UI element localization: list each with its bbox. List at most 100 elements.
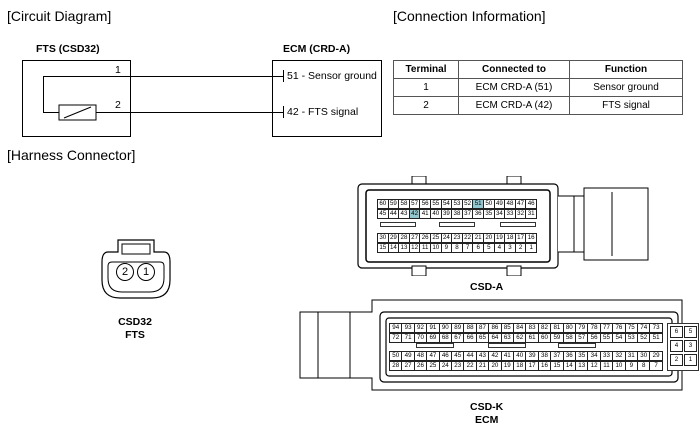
csd32-pin-1: 1 — [137, 263, 155, 281]
csd-k-pin-83: 83 — [525, 323, 539, 333]
csd-k-pin-45: 45 — [451, 351, 465, 361]
csd-k-pin-7: 7 — [649, 361, 663, 371]
csd-k-pin-14: 14 — [562, 361, 576, 371]
csd-k-pin-9: 9 — [624, 361, 638, 371]
csd-k-pin-82: 82 — [537, 323, 552, 333]
csd-k-pin-67: 67 — [451, 333, 465, 343]
fts-sensor-icon — [58, 104, 97, 121]
csd-k-pin-66: 66 — [463, 333, 477, 343]
csd-k-connector-sub: ECM — [475, 414, 499, 426]
csd-k-pin-18: 18 — [513, 361, 527, 371]
csd-k-pin-51: 51 — [649, 333, 663, 343]
csd-k-pin-16: 16 — [537, 361, 552, 371]
csd-k-side-pin-2: 2 — [670, 354, 683, 366]
csd-k-pin-86: 86 — [488, 323, 502, 333]
fts-pin-1-label: 1 — [115, 64, 121, 76]
csd-k-pin-47: 47 — [426, 351, 440, 361]
csd-k-pin-94: 94 — [389, 323, 403, 333]
csd-k-side-pin-3: 3 — [684, 340, 697, 352]
csd-k-side-pin-6: 6 — [670, 326, 683, 338]
csd-a-connector-name: CSD-A — [470, 281, 504, 293]
csd-k-pin-85: 85 — [500, 323, 514, 333]
csd-k-pin-89: 89 — [451, 323, 465, 333]
csd-k-pin-17: 17 — [525, 361, 539, 371]
csd-k-pin-29: 29 — [649, 351, 663, 361]
csd-a-key-slot — [500, 222, 536, 227]
table-row: 1 ECM CRD-A (51) Sensor ground — [393, 78, 683, 97]
csd-k-pin-80: 80 — [562, 323, 576, 333]
csd-k-pin-63: 63 — [500, 333, 514, 343]
csd-k-pin-20: 20 — [488, 361, 502, 371]
csd-k-pin-8: 8 — [637, 361, 651, 371]
csd-k-pin-53: 53 — [624, 333, 638, 343]
csd-k-pin-91: 91 — [426, 323, 440, 333]
csd-k-pin-35: 35 — [575, 351, 589, 361]
csd-k-pin-33: 33 — [599, 351, 614, 361]
csd32-connector-sub: FTS — [125, 329, 145, 341]
csd-k-pin-50: 50 — [389, 351, 403, 361]
fts-component-title: FTS (CSD32) — [36, 43, 100, 55]
csd-k-pin-19: 19 — [500, 361, 514, 371]
csd-k-pin-46: 46 — [438, 351, 452, 361]
csd-k-pin-75: 75 — [624, 323, 638, 333]
csd-k-pin-68: 68 — [438, 333, 452, 343]
csd-k-pin-71: 71 — [401, 333, 415, 343]
csd-k-key-slot — [488, 343, 526, 348]
csd-a-pin-31: 31 — [525, 209, 537, 219]
csd-k-pin-78: 78 — [587, 323, 601, 333]
csd-k-pin-90: 90 — [438, 323, 452, 333]
csd-k-pin-39: 39 — [525, 351, 539, 361]
csd-k-pin-84: 84 — [513, 323, 527, 333]
csd32-connector-shape — [101, 239, 171, 299]
csd-k-pin-59: 59 — [550, 333, 564, 343]
fts-component-box — [22, 60, 131, 137]
ecm-terminal-42-tick — [283, 106, 284, 118]
header-terminal: Terminal — [393, 60, 459, 79]
csd-k-pin-77: 77 — [599, 323, 614, 333]
csd-k-side-pin-5: 5 — [684, 326, 697, 338]
csd-k-pin-49: 49 — [401, 351, 415, 361]
ecm-terminal-51-label: 51 - Sensor ground — [287, 70, 377, 82]
csd-k-pin-10: 10 — [612, 361, 626, 371]
harness-connector-title: [Harness Connector] — [7, 147, 136, 163]
csd-k-pin-32: 32 — [612, 351, 626, 361]
csd32-pin-2: 2 — [116, 263, 134, 281]
table-cell: FTS signal — [569, 96, 683, 115]
csd-k-side-pin-4: 4 — [670, 340, 683, 352]
csd-k-pin-72: 72 — [389, 333, 403, 343]
csd-k-pin-54: 54 — [612, 333, 626, 343]
csd-k-pin-21: 21 — [475, 361, 490, 371]
csd-k-pin-37: 37 — [550, 351, 564, 361]
table-header-row: Terminal Connected to Function — [393, 60, 683, 79]
ecm-terminal-51-tick — [283, 70, 284, 82]
ecm-component-box — [272, 60, 382, 137]
csd-k-pin-40: 40 — [513, 351, 527, 361]
csd-k-pin-13: 13 — [575, 361, 589, 371]
csd-k-pin-41: 41 — [500, 351, 514, 361]
csd-a-pin-1: 1 — [525, 243, 537, 253]
csd-k-pin-73: 73 — [649, 323, 663, 333]
csd-k-pin-30: 30 — [637, 351, 651, 361]
table-row: 2 ECM CRD-A (42) FTS signal — [393, 96, 683, 115]
csd-k-pin-24: 24 — [438, 361, 452, 371]
csd-k-pin-26: 26 — [413, 361, 428, 371]
csd-k-pin-57: 57 — [575, 333, 589, 343]
csd-k-pin-58: 58 — [562, 333, 576, 343]
wire-fts-signal — [96, 112, 283, 113]
csd-k-pin-74: 74 — [637, 323, 651, 333]
csd-k-pin-79: 79 — [575, 323, 589, 333]
csd-k-pin-60: 60 — [537, 333, 552, 343]
csd-a-key-slot — [439, 222, 475, 227]
csd-k-key-slot — [416, 343, 454, 348]
ecm-component-title: ECM (CRD-A) — [283, 43, 351, 55]
csd-k-pin-88: 88 — [463, 323, 477, 333]
csd-k-pin-81: 81 — [550, 323, 564, 333]
csd-k-key-slot — [558, 343, 596, 348]
csd-k-pin-55: 55 — [599, 333, 614, 343]
wire-sensor-ground-drop — [43, 76, 44, 112]
csd-k-pin-23: 23 — [451, 361, 465, 371]
header-connected-to: Connected to — [458, 60, 570, 79]
csd-k-pin-52: 52 — [637, 333, 651, 343]
csd-k-pin-28: 28 — [389, 361, 403, 371]
csd-a-pin-46: 46 — [525, 199, 537, 209]
